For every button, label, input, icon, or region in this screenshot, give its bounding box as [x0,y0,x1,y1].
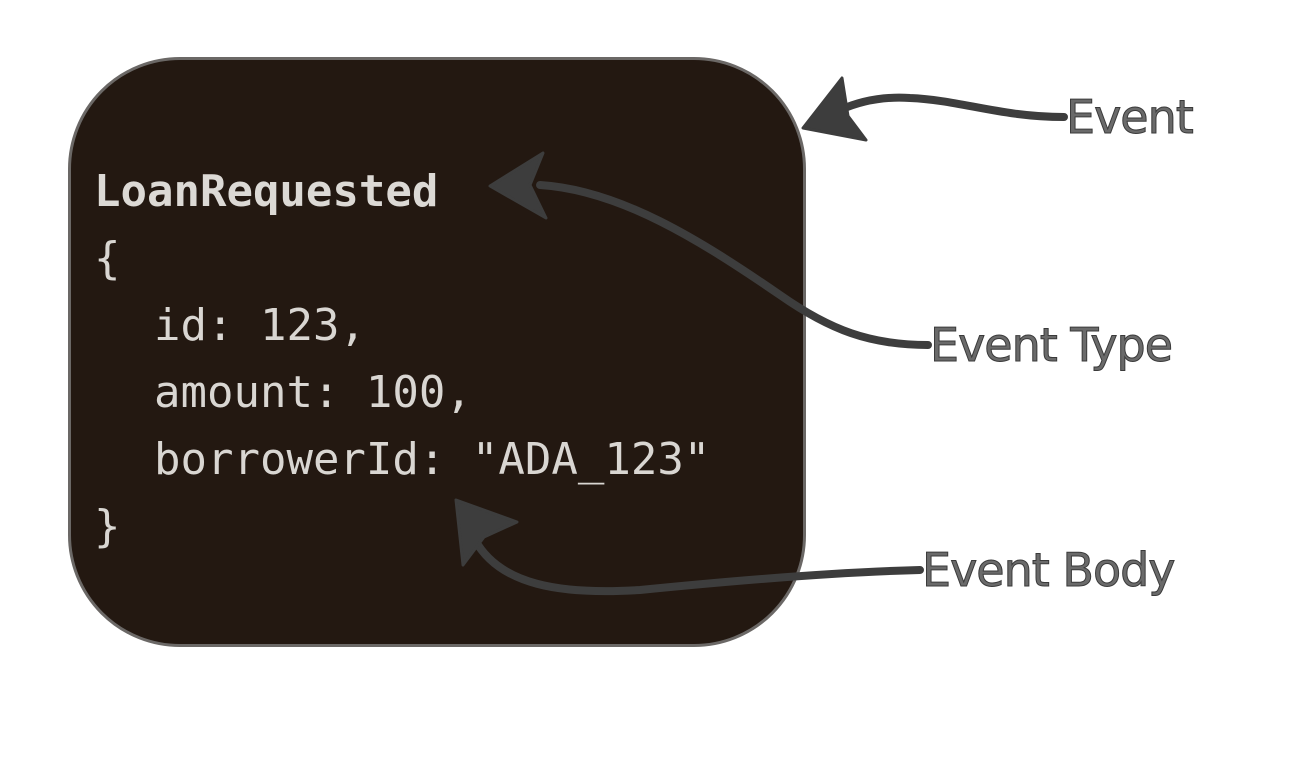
event-label: Event [1066,90,1195,145]
event-body-label: Event Body [922,543,1177,598]
field-id: id: 123, [154,300,366,351]
event-type-label: Event Type [929,318,1173,373]
field-amount: amount: 100, [154,367,472,418]
event-arrow [836,93,1068,121]
field-borrower-id: borrowerId: "ADA_123" [154,434,711,485]
event-code-block: LoanRequested { id: 123, amount: 100, borrow… [94,158,710,560]
event-type-name: LoanRequested [94,166,439,217]
event-arrowhead [801,76,868,142]
open-brace: { [94,233,121,284]
close-brace: } [94,501,121,552]
